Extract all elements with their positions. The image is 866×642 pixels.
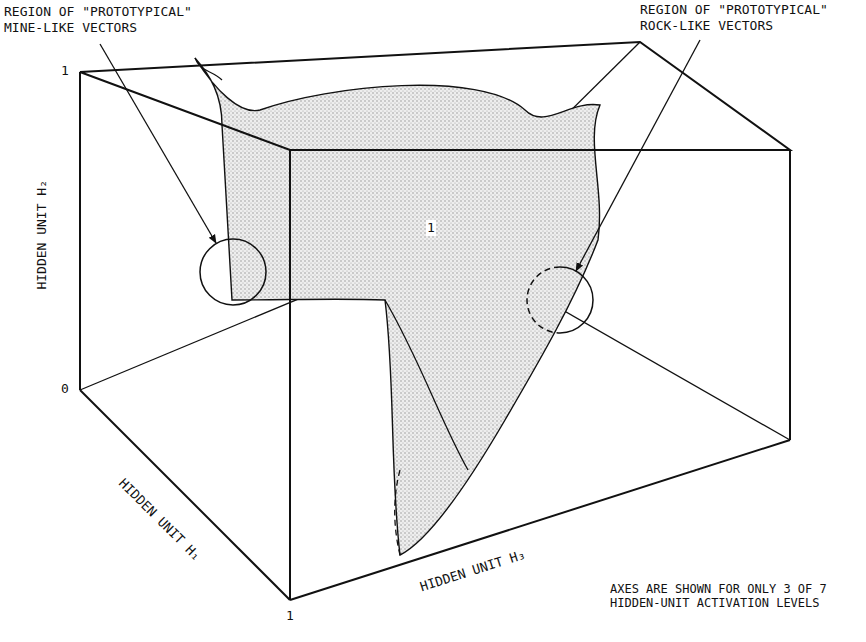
axis-tick: 1 (60, 63, 70, 79)
cube-edge (289, 150, 291, 600)
leader-arrow (100, 44, 216, 243)
axis-title: HIDDEN UNIT H₂ (34, 180, 50, 290)
decision-surface (195, 58, 600, 555)
region-callout: REGION OF "PROTOTYPICAL" MINE-LIKE VECTO… (4, 4, 200, 35)
axis-note: AXES ARE SHOWN FOR ONLY 3 OF 7 HIDDEN-UN… (610, 582, 860, 611)
cube-top-face (80, 42, 790, 150)
mine-region-circle (200, 239, 266, 305)
axis-tick: 1 (285, 608, 295, 624)
h1-axis (80, 390, 290, 600)
surface-hidden-fold (395, 470, 400, 555)
axis-tick: 0 (60, 381, 70, 397)
axis-title: HIDDEN UNIT H₁ (116, 476, 205, 565)
h2-axis (79, 72, 81, 390)
cube-edge (290, 440, 790, 600)
rock-region-arc (560, 267, 593, 333)
surface-curl (195, 58, 222, 80)
surface-fold (385, 300, 468, 470)
leader-arrow (576, 40, 700, 271)
axis-tick: 1 (426, 220, 436, 236)
cube-edge (789, 150, 791, 440)
cube-front-edges (80, 42, 790, 600)
rock-region-hidden-arc (527, 267, 560, 333)
region-callout: REGION OF "PROTOTYPICAL" ROCK-LIKE VECTO… (640, 2, 836, 33)
